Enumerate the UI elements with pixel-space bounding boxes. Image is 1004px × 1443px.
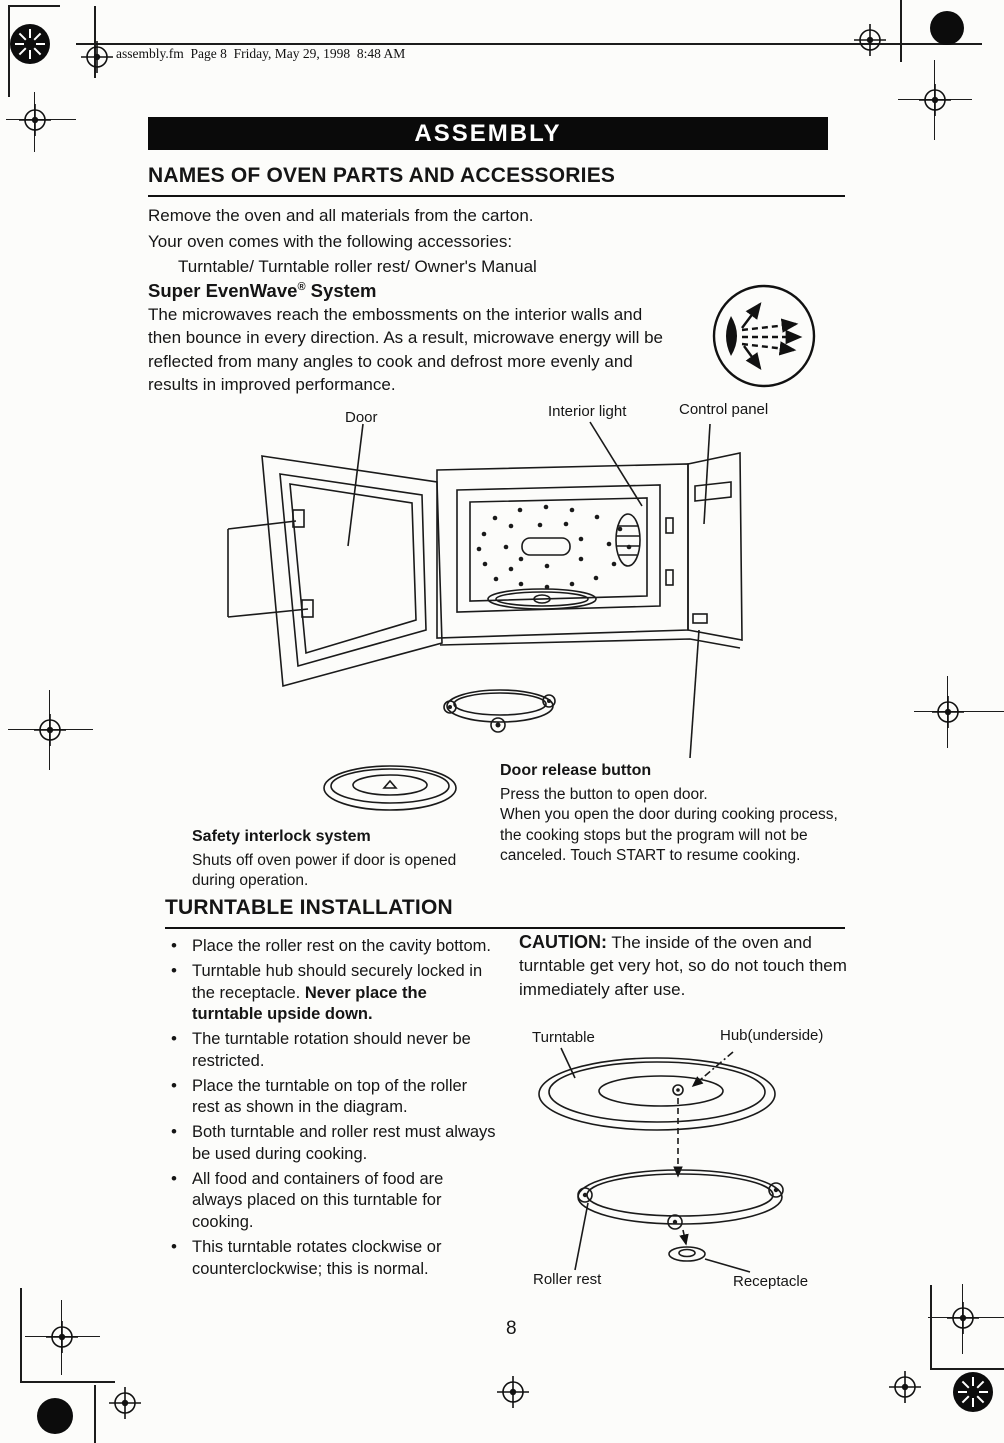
evenwave-body: The microwaves reach the embossments on … [148, 305, 663, 395]
crop-mark-line [8, 5, 10, 97]
label-hub-underside: Hub(underside) [720, 1027, 824, 1044]
registration-target-icon [34, 714, 66, 746]
intro-line: Turntable/ Turntable roller rest/ Owner'… [178, 257, 537, 276]
intro-line: Your oven comes with the following acces… [148, 231, 513, 251]
caution-text: The inside of the oven and turntable get… [519, 933, 847, 999]
bullet-text: This turntable rotates clockwise or coun… [192, 1237, 442, 1278]
caution-label: CAUTION: [519, 932, 607, 952]
list-item: The turntable rotation should never be r… [165, 1028, 497, 1073]
assembly-banner: ASSEMBLY [148, 117, 828, 150]
bullet-text: All food and containers of food are alwa… [192, 1169, 444, 1232]
registration-target-icon [109, 1387, 141, 1419]
door-release-line1: Press the button to open door. [500, 786, 708, 803]
registration-target-icon [19, 104, 51, 136]
caution-note: CAUTION: The inside of the oven and turn… [519, 930, 855, 1001]
evenwave-title-rest: System [305, 280, 377, 301]
crop-mark-line [930, 1368, 1004, 1370]
print-starburst-icon [10, 24, 50, 64]
list-item: Place the roller rest on the cavity bott… [165, 935, 497, 958]
crop-mark-line [20, 1381, 115, 1383]
registration-target-icon [919, 84, 951, 116]
print-dot-icon [37, 1398, 73, 1434]
safety-interlock-title: Safety interlock system [192, 828, 371, 845]
crop-mark-line [76, 43, 982, 45]
section-title-parts: NAMES OF OVEN PARTS AND ACCESSORIES [148, 164, 845, 197]
crop-mark-line [20, 1288, 22, 1383]
registration-target-icon [81, 41, 113, 73]
label-roller-rest: Roller rest [533, 1271, 602, 1288]
crop-mark-line [94, 6, 96, 78]
bullet-text-bold: Never place the turntable upside down. [192, 983, 427, 1024]
section-title-turntable: TURNTABLE INSTALLATION [165, 896, 845, 929]
list-item: This turntable rotates clockwise or coun… [165, 1236, 497, 1281]
bullet-text: Turntable hub should securely locked in … [192, 961, 483, 1002]
registration-target-icon [854, 24, 886, 56]
evenwave-bounce-diagram [712, 284, 816, 388]
evenwave-title: Super EvenWave [148, 280, 298, 301]
bullet-text: Place the roller rest on the cavity bott… [192, 937, 491, 955]
turntable-install-diagram [538, 1047, 784, 1273]
label-door: Door [345, 409, 378, 426]
list-item: Both turntable and roller rest must alwa… [165, 1121, 497, 1166]
list-item: Place the turntable on top of the roller… [165, 1075, 497, 1120]
crop-mark-line [900, 0, 902, 62]
installation-bullet-list: Place the roller rest on the cavity bott… [165, 935, 497, 1283]
list-item: All food and containers of food are alwa… [165, 1168, 497, 1234]
print-header: assembly.fm Page 8 Friday, May 29, 1998 … [116, 46, 406, 61]
intro-line: Remove the oven and all materials from t… [148, 206, 534, 225]
label-interior-light: Interior light [548, 403, 627, 420]
evenwave-heading: Super EvenWave® System [148, 280, 377, 302]
registered-trademark-symbol: ® [297, 280, 306, 293]
door-release-title: Door release button [500, 762, 652, 779]
print-starburst-icon [953, 1372, 993, 1412]
door-release-body: Press the button to open door. When you … [500, 785, 850, 867]
banner-title: ASSEMBLY [414, 119, 562, 147]
registration-target-icon [932, 696, 964, 728]
crop-mark-line [930, 1285, 932, 1370]
label-control-panel: Control panel [679, 401, 769, 418]
registration-target-icon [889, 1371, 921, 1403]
page-number: 8 [506, 1318, 517, 1339]
registration-target-icon [947, 1302, 979, 1334]
registration-target-icon [497, 1376, 529, 1408]
bullet-text: Both turntable and roller rest must alwa… [192, 1123, 496, 1163]
intro-text: Remove the oven and all materials from t… [148, 203, 537, 280]
crop-mark-line [94, 1385, 96, 1443]
bullet-text: Place the turntable on top of the roller… [192, 1076, 468, 1117]
door-release-line2: When you open the door during cooking pr… [500, 806, 838, 865]
bullet-text: The turntable rotation should never be r… [192, 1030, 471, 1070]
label-receptacle: Receptacle [733, 1273, 809, 1290]
print-dot-icon [930, 11, 964, 45]
list-item: Turntable hub should securely locked in … [165, 960, 497, 1026]
registration-target-icon [46, 1321, 78, 1353]
oven-diagram [227, 421, 743, 811]
label-turntable: Turntable [532, 1029, 595, 1046]
crop-mark-line [8, 5, 60, 7]
safety-interlock-body: Shuts off oven power if door is opened d… [192, 852, 457, 890]
